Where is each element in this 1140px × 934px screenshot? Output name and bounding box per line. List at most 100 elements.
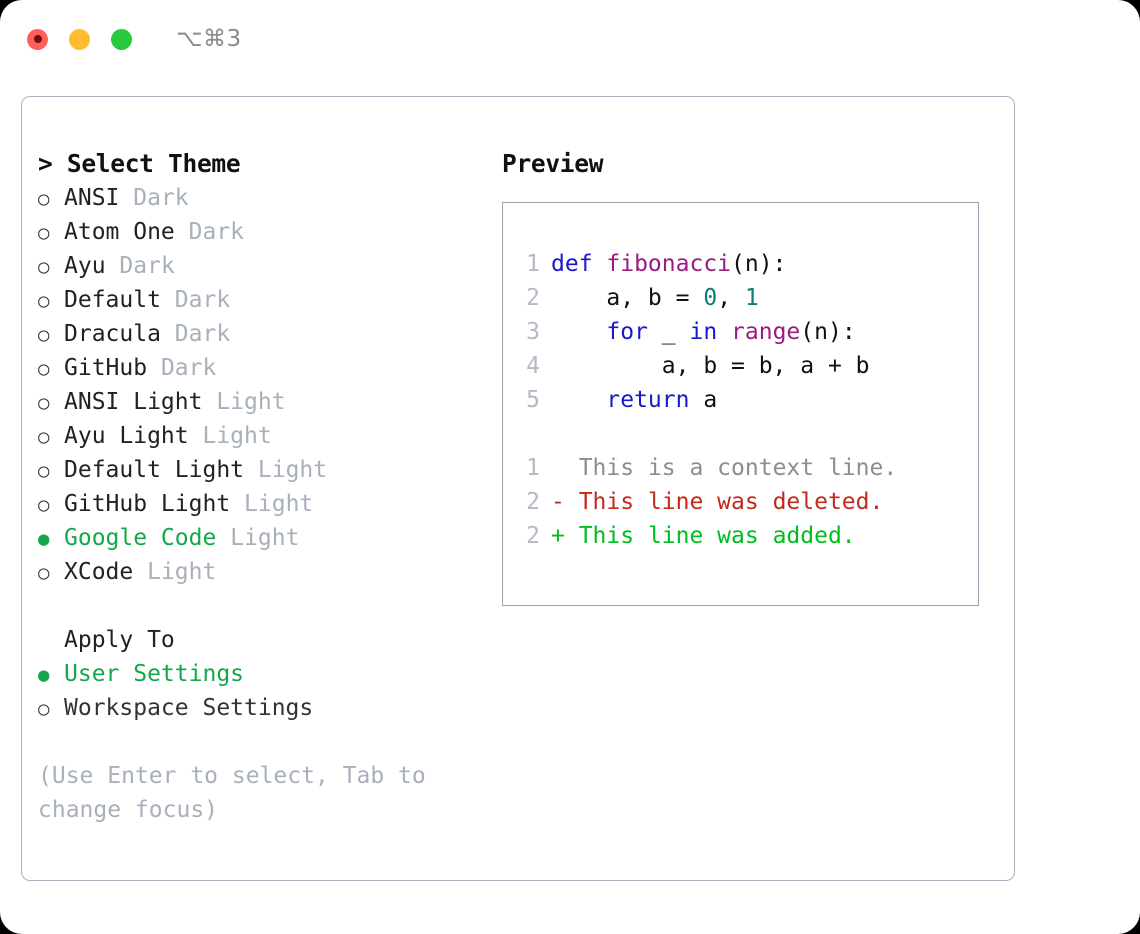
code-line-text: def fibonacci(n):	[551, 247, 786, 281]
line-number: 2	[526, 523, 540, 549]
theme-list-item[interactable]: ●Google Code Light	[38, 521, 502, 555]
theme-name: Google Code	[64, 525, 217, 551]
close-window-button[interactable]	[27, 28, 48, 50]
apply-to-list: ●User Settings○Workspace Settings	[38, 657, 502, 725]
theme-list-item[interactable]: ○GitHub Dark	[38, 351, 502, 385]
radio-unselected-icon: ○	[38, 256, 50, 278]
spacer	[189, 419, 203, 453]
apply-to-option[interactable]: ○Workspace Settings	[38, 691, 502, 725]
keyboard-shortcut-label: ⌥⌘3	[176, 26, 242, 52]
apply-to-option[interactable]: ●User Settings	[38, 657, 502, 691]
preview-heading: Preview	[502, 149, 604, 178]
theme-kind-badge: Dark	[174, 321, 231, 347]
diff-marker: -	[551, 489, 565, 515]
theme-kind-badge: Dark	[188, 219, 245, 245]
minimize-window-button[interactable]	[69, 28, 90, 50]
diff-marker: +	[551, 523, 565, 549]
diff-marker	[551, 451, 565, 485]
theme-kind-badge: Light	[230, 525, 300, 551]
theme-picker-column: > Select Theme ○ANSI Dark○Atom One Dark○…	[22, 97, 502, 880]
code-token: in	[689, 319, 718, 345]
radio-unselected-icon: ○	[38, 460, 50, 482]
code-token	[551, 319, 606, 345]
radio-unselected-icon: ○	[38, 426, 50, 448]
radio-unselected-icon: ○	[38, 324, 50, 346]
code-line-text: a, b = b, a + b	[551, 349, 870, 383]
line-number: 3	[526, 319, 540, 345]
spacer	[175, 215, 189, 249]
theme-name: XCode	[64, 559, 134, 585]
theme-list-item[interactable]: ○ GitHub Light Light	[38, 487, 502, 521]
code-line-text: for _ in range(n):	[551, 315, 856, 349]
code-token: a	[689, 387, 718, 413]
code-token: ,	[717, 285, 745, 311]
line-number: 2	[526, 489, 540, 515]
theme-kind-badge: Dark	[119, 253, 175, 279]
code-line: 3 for _ in range(n):	[503, 315, 978, 349]
spacer	[161, 317, 175, 351]
code-token: a, b = b, a + b	[551, 353, 870, 379]
theme-name: GitHub Light	[64, 491, 231, 517]
code-token: a, b =	[551, 285, 704, 311]
theme-name: Ayu	[64, 253, 106, 279]
theme-kind-badge: Light	[244, 491, 314, 517]
theme-name: ANSI	[64, 185, 120, 211]
radio-unselected-icon: ○	[38, 698, 50, 720]
code-token: return	[606, 387, 690, 413]
theme-list-item[interactable]: ○Atom One Dark	[38, 215, 502, 249]
code-token: def	[551, 251, 607, 277]
theme-list-item[interactable]: ○ANSI Dark	[38, 181, 502, 215]
spacer	[230, 487, 244, 521]
spacer	[106, 249, 120, 283]
theme-kind-badge: Dark	[160, 355, 217, 381]
diff-line: 2- This line was deleted.	[503, 485, 978, 519]
theme-name: Default Light	[64, 457, 245, 483]
maximize-window-button[interactable]	[111, 28, 132, 50]
theme-kind-badge: Dark	[174, 287, 231, 313]
title-bar: ⌥⌘3	[0, 0, 1140, 78]
radio-unselected-icon: ○	[38, 358, 50, 380]
spacer	[161, 283, 175, 317]
theme-list-item[interactable]: ○ Default Dark	[38, 283, 502, 317]
line-number: 4	[526, 353, 540, 379]
theme-list-item[interactable]: ○ Dracula Dark	[38, 317, 502, 351]
theme-name: ANSI Light	[64, 389, 203, 415]
radio-unselected-icon: ○	[38, 494, 50, 516]
theme-name: Dracula	[64, 321, 161, 347]
theme-list-item[interactable]: ○ANSI Light Light	[38, 385, 502, 419]
code-token: (n):	[800, 319, 856, 345]
apply-to-section: Apply To ●User Settings○Workspace Settin…	[38, 623, 502, 725]
code-line: 5 return a	[503, 383, 978, 417]
radio-unselected-icon: ○	[38, 290, 50, 312]
theme-list-item[interactable]: ○ Ayu Dark	[38, 249, 502, 283]
spacer	[147, 351, 161, 385]
theme-name: Default	[64, 287, 161, 313]
content-panel: > Select Theme ○ANSI Dark○Atom One Dark○…	[21, 96, 1015, 881]
select-theme-heading: > Select Theme	[38, 149, 241, 178]
code-line-text: a, b = 0, 1	[551, 281, 758, 315]
code-token: range	[731, 319, 801, 345]
line-number: 1	[526, 251, 540, 277]
theme-list-item[interactable]: ○XCode Light	[38, 555, 502, 589]
code-line: 1 def fibonacci(n):	[503, 247, 978, 281]
radio-unselected-icon: ○	[38, 222, 50, 244]
code-line: 4 a, b = b, a + b	[503, 349, 978, 383]
diff-line: 2+ This line was added.	[503, 519, 978, 553]
theme-list-item[interactable]: ○Ayu Light Light	[38, 419, 502, 453]
theme-name: Ayu Light	[64, 423, 189, 449]
code-token	[551, 387, 606, 413]
line-number: 2	[526, 285, 540, 311]
apply-to-label: User Settings	[64, 661, 245, 687]
line-number: 5	[526, 387, 540, 413]
code-token: (n):	[731, 251, 787, 277]
spacer	[202, 385, 216, 419]
code-token: 0	[703, 285, 718, 311]
code-line-text: return a	[551, 383, 717, 417]
apply-to-heading: Apply To	[64, 627, 175, 653]
theme-list-item[interactable]: ○Default Light Light	[38, 453, 502, 487]
spacer	[244, 453, 258, 487]
radio-unselected-icon: ○	[38, 188, 50, 210]
close-icon	[33, 35, 42, 43]
